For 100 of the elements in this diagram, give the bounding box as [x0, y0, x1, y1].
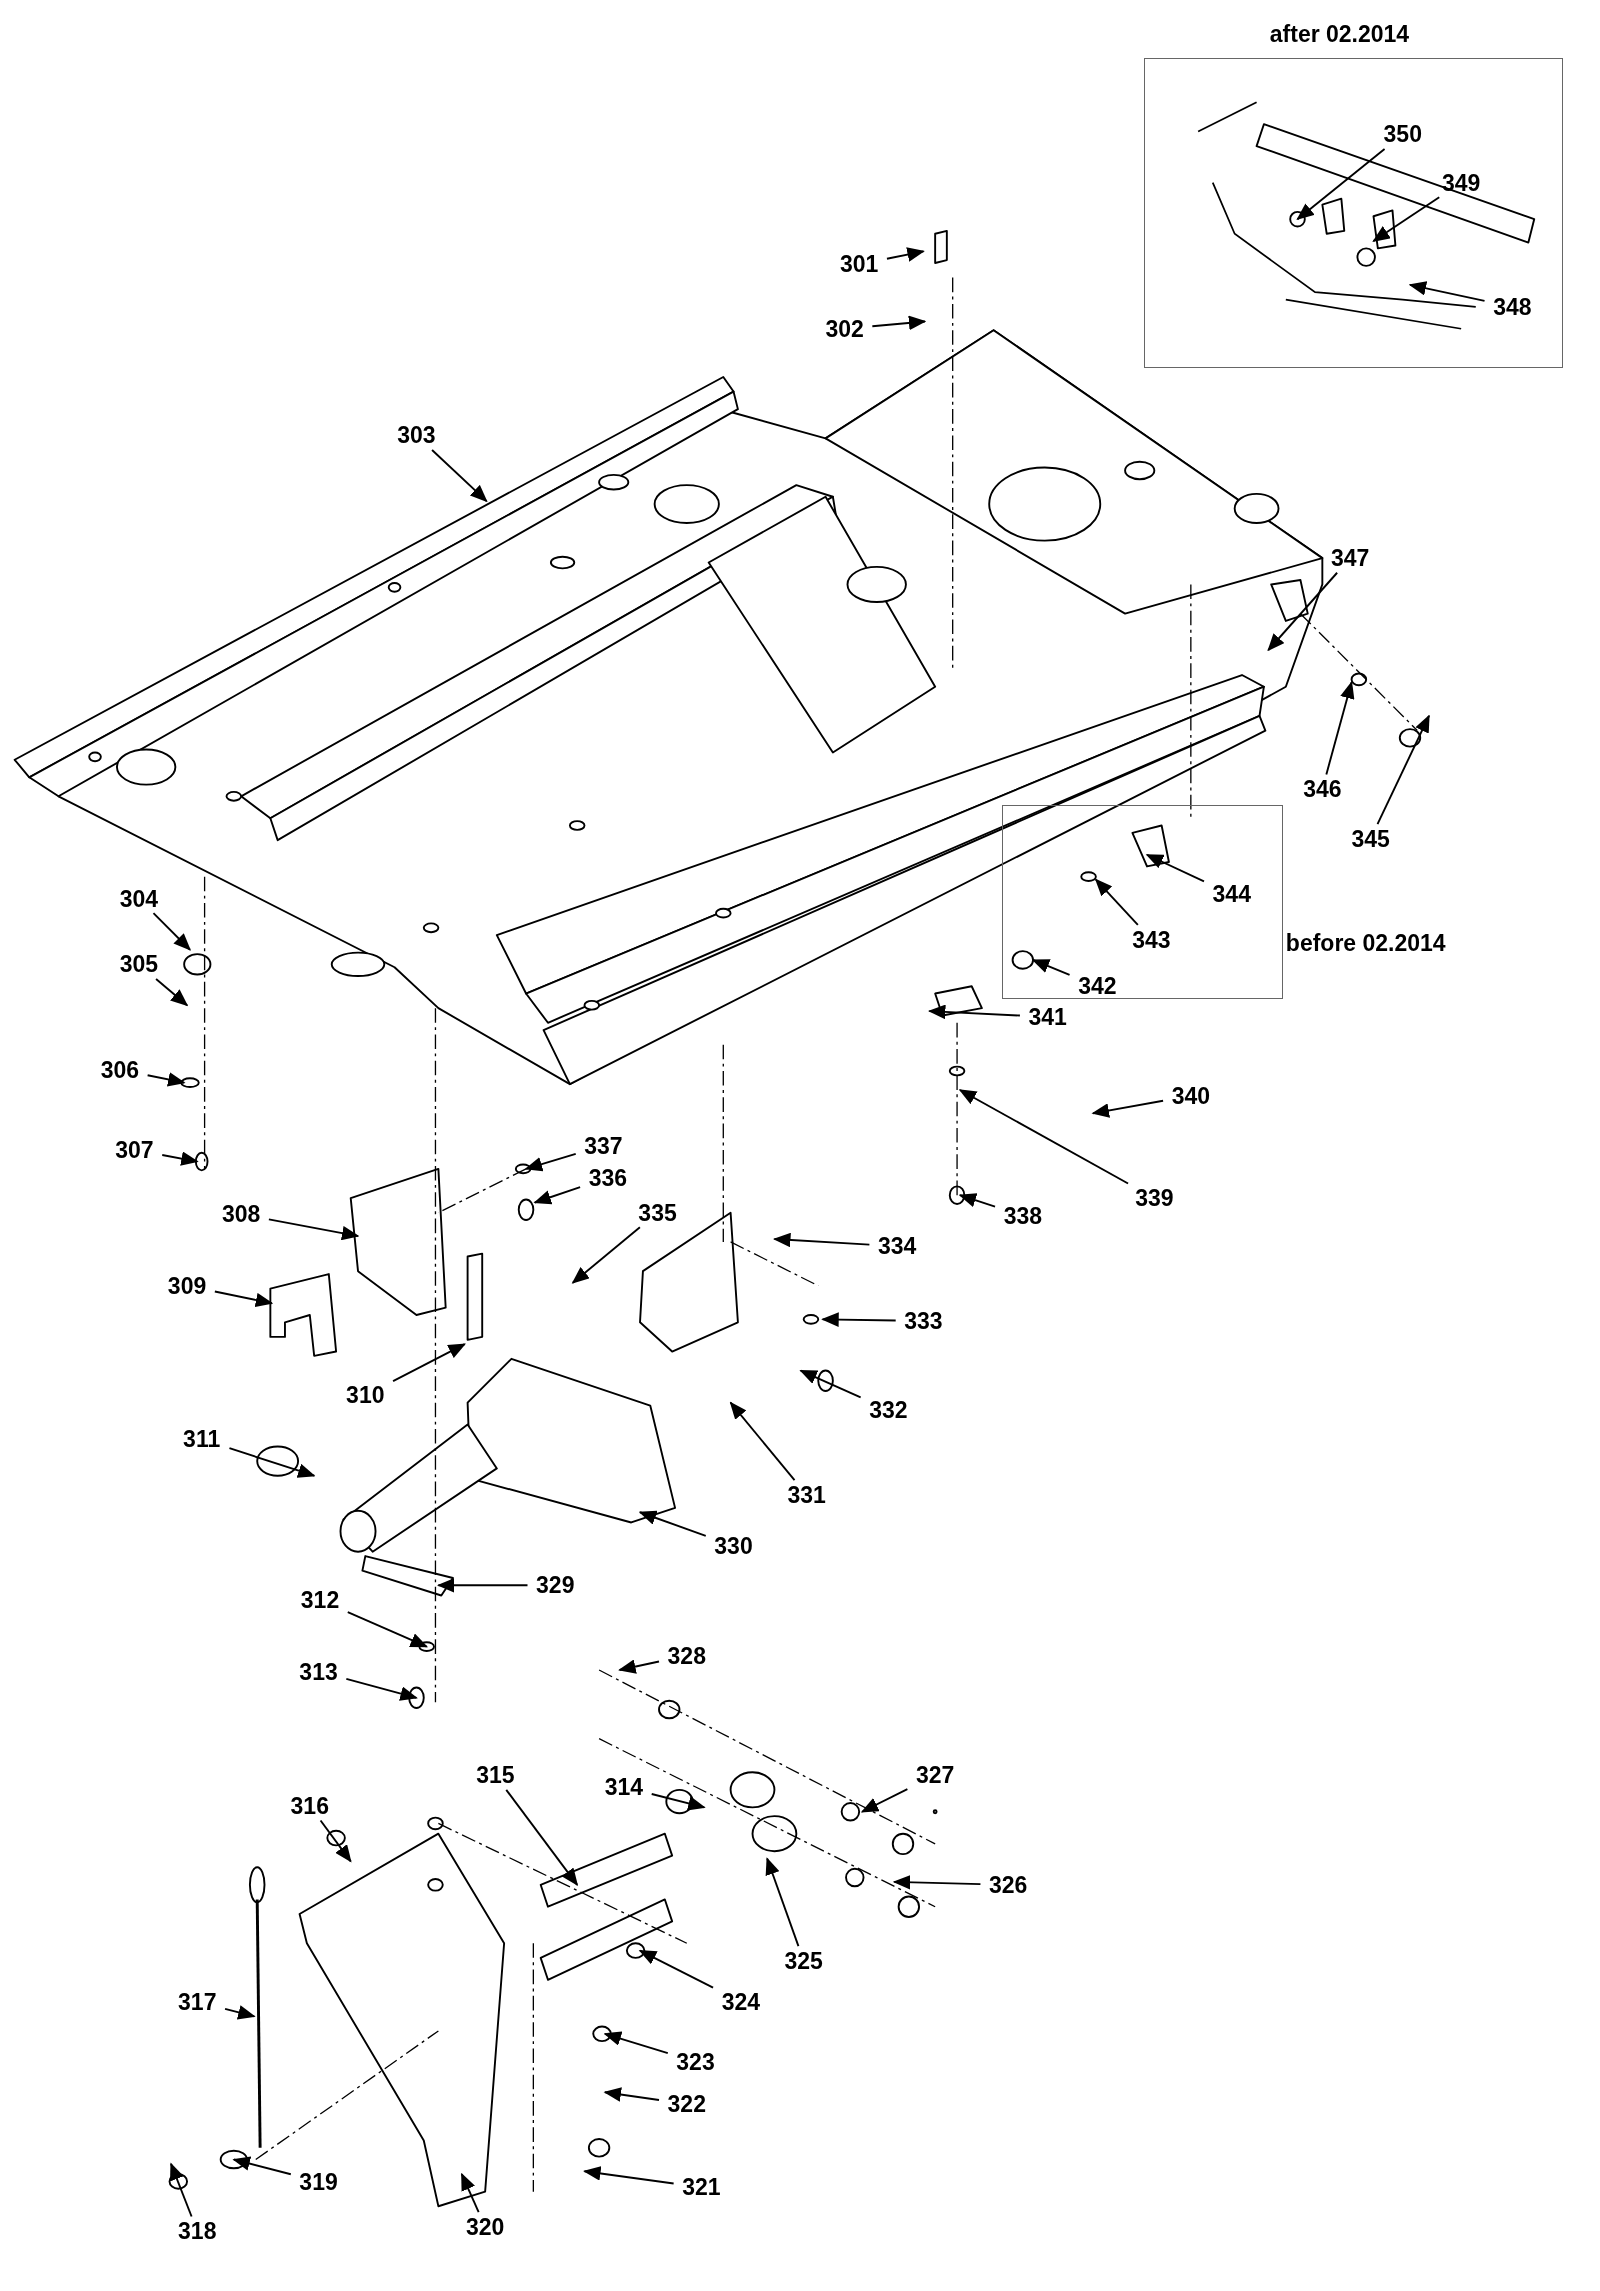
- callout-number: 344: [1212, 882, 1251, 906]
- leader-line: [346, 1611, 429, 1648]
- callout-number: 317: [178, 1990, 217, 2014]
- callout-number: 331: [787, 1483, 826, 1507]
- leader-line: [533, 1186, 582, 1205]
- leader-line: [618, 1659, 660, 1674]
- leader-line: [146, 1072, 186, 1087]
- leader-line: [765, 1857, 800, 1948]
- callout-number: 343: [1132, 928, 1171, 952]
- callout-number: 316: [290, 1794, 329, 1818]
- leader-line: [886, 247, 925, 262]
- callout-number: 304: [119, 887, 158, 911]
- callout-number: 323: [676, 2050, 715, 2074]
- leader-line: [345, 1678, 418, 1701]
- callout-number: 333: [904, 1309, 943, 1333]
- callout-number: 337: [584, 1134, 623, 1158]
- callout-number: 349: [1442, 171, 1481, 195]
- leader-line: [603, 2087, 660, 2102]
- leader-line: [729, 1401, 796, 1482]
- callout-number: 350: [1383, 122, 1422, 146]
- leader-line: [1372, 196, 1441, 243]
- leader-line: [821, 1312, 897, 1327]
- callout-number: 303: [397, 423, 436, 447]
- leader-line: [1094, 878, 1139, 926]
- leader-line: [892, 1875, 982, 1890]
- callout-number: 326: [989, 1873, 1028, 1897]
- leader-line: [1296, 148, 1386, 221]
- callout-number: 327: [915, 1763, 955, 1787]
- leader-line: [505, 1788, 579, 1886]
- callout-number: 338: [1003, 1204, 1042, 1228]
- callout-number: 346: [1303, 777, 1342, 801]
- callout-number: 320: [465, 2215, 505, 2239]
- callout-number: 325: [784, 1949, 823, 1973]
- callout-number: 318: [178, 2219, 217, 2243]
- callout-number: 324: [721, 1990, 760, 2014]
- callout-number: 332: [869, 1398, 908, 1422]
- callout-number: 348: [1493, 295, 1532, 319]
- leader-line: [772, 1232, 871, 1248]
- callout-number: 321: [682, 2175, 721, 2199]
- leader-line: [571, 1226, 641, 1284]
- inset-heading: before 02.2014: [1285, 932, 1446, 956]
- leader-line: [431, 449, 488, 503]
- callout-number: 315: [476, 1763, 515, 1787]
- callout-number: 301: [840, 252, 879, 276]
- leader-line: [583, 2166, 675, 2185]
- callout-number: 341: [1028, 1005, 1067, 1029]
- leader-line: [1325, 680, 1355, 776]
- callout-number: 342: [1078, 974, 1117, 998]
- callout-number: 302: [825, 317, 864, 341]
- leader-line: [1031, 959, 1071, 976]
- leader-line: [319, 1819, 352, 1863]
- callout-number: 322: [667, 2092, 706, 2116]
- leader-line: [1376, 714, 1430, 825]
- callout-number: 345: [1351, 827, 1390, 851]
- callout-number: 329: [536, 1573, 575, 1597]
- callout-number: 335: [638, 1201, 677, 1225]
- leader-line: [958, 1193, 996, 1208]
- callout-number: 306: [100, 1058, 139, 1082]
- callout-number: 334: [877, 1234, 917, 1258]
- leader-line: [392, 1343, 466, 1382]
- leader-line: [871, 315, 927, 331]
- leader-line: [650, 1793, 706, 1811]
- leader-line: [958, 1089, 1129, 1185]
- inset-heading: after 02.2014: [1269, 23, 1410, 47]
- callout-number: 336: [588, 1166, 628, 1190]
- callout-number: 313: [299, 1660, 338, 1684]
- callout-number: 347: [1330, 546, 1370, 570]
- leader-line: [161, 1151, 199, 1166]
- leader-line: [524, 1152, 577, 1172]
- leader-line: [638, 1949, 714, 1989]
- callout-number: 308: [221, 1202, 261, 1226]
- leader-line: [436, 1578, 529, 1593]
- callout-number: 311: [183, 1427, 221, 1451]
- callout-number: 328: [667, 1644, 706, 1667]
- leader-line: [460, 2172, 480, 2214]
- callout-number: 305: [119, 952, 158, 976]
- leader-line: [170, 2162, 193, 2218]
- callout-number: 314: [604, 1775, 644, 1799]
- leader-line: [860, 1788, 909, 1813]
- leader-line: [927, 1004, 1021, 1020]
- callout-number: 319: [299, 2170, 338, 2194]
- leader-line: [1091, 1099, 1165, 1118]
- leader-line: [267, 1218, 360, 1241]
- leader-line: [1145, 853, 1205, 883]
- leader-line: [638, 1510, 707, 1537]
- leader-line: [213, 1290, 274, 1308]
- leader-line: [224, 2005, 256, 2020]
- callout-number: 312: [300, 1588, 340, 1612]
- callout-number: 307: [115, 1138, 154, 1162]
- leader-line: [799, 1369, 862, 1399]
- callout-number: 309: [167, 1274, 207, 1298]
- callout-number: 340: [1171, 1084, 1211, 1108]
- leader-line: [232, 2156, 292, 2176]
- leader-line: [155, 977, 189, 1007]
- callout-number: 339: [1135, 1186, 1174, 1210]
- leader-line: [603, 2031, 669, 2055]
- leader-line: [1267, 571, 1339, 652]
- leader-line: [1408, 281, 1486, 302]
- callout-number: 310: [346, 1383, 385, 1407]
- callout-number: 330: [714, 1534, 753, 1558]
